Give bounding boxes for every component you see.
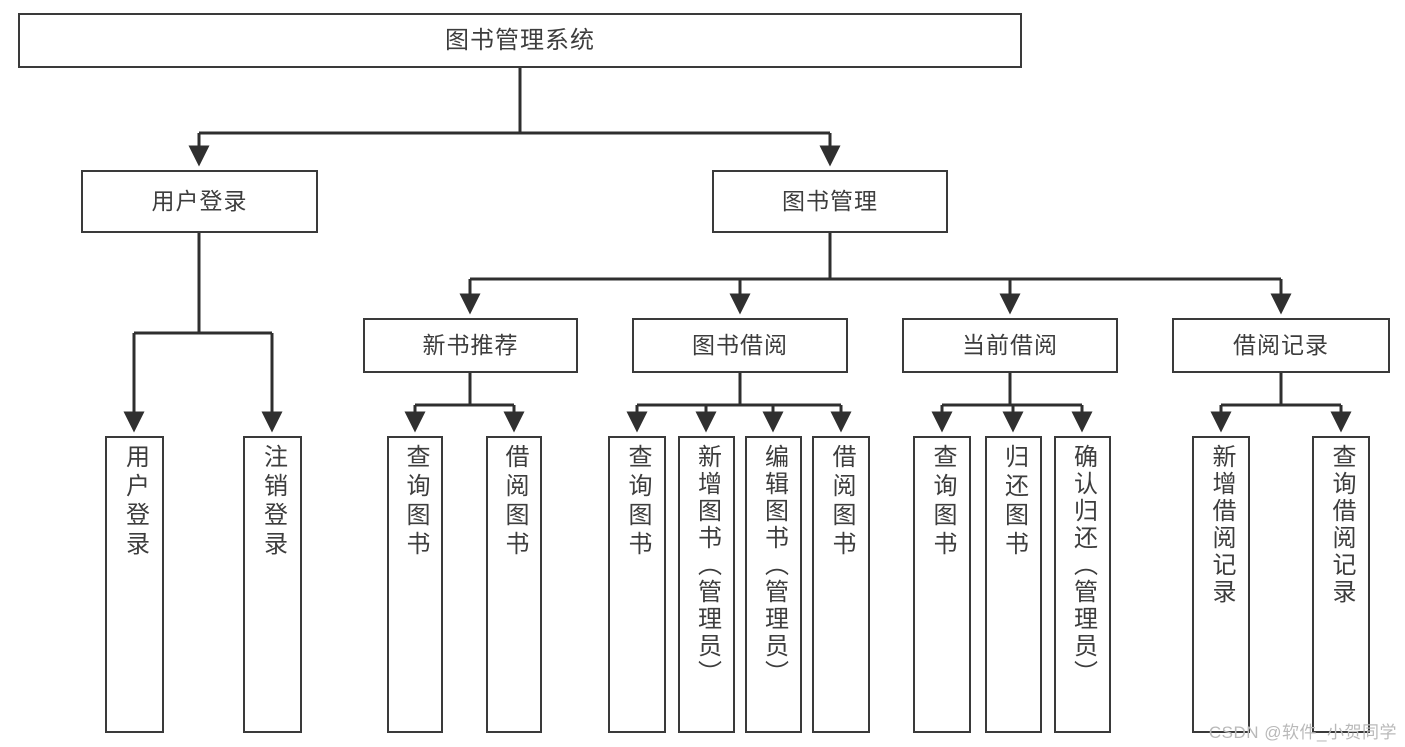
node-user-login-label: 用户登录 [151,188,248,215]
node-borrowing-records[interactable]: 借阅记录 [1172,318,1390,373]
node-leaf-borrow-books-new-label: 借阅图书 [500,444,528,560]
node-leaf-return-books-label: 归还图书 [1000,444,1028,560]
node-leaf-return-books[interactable]: 归还图书 [985,436,1042,733]
node-new-book-recommendation-label: 新书推荐 [422,332,519,359]
node-leaf-query-books-borrow-label: 查询图书 [623,444,651,560]
node-leaf-query-borrow-record[interactable]: 查询借阅记录 [1312,436,1370,733]
node-leaf-query-borrow-record-label: 查询借阅记录 [1327,444,1355,606]
node-current-borrowing[interactable]: 当前借阅 [902,318,1118,373]
node-book-borrowing[interactable]: 图书借阅 [632,318,848,373]
node-leaf-query-books-current-label: 查询图书 [928,444,956,560]
node-borrowing-records-label: 借阅记录 [1233,332,1329,359]
node-leaf-confirm-return-admin-label: 确认归还（管理员） [1069,444,1097,687]
node-book-management-label: 图书管理 [782,188,878,215]
node-leaf-user-login-label: 用户登录 [121,444,149,560]
node-leaf-query-books-new[interactable]: 查询图书 [387,436,443,733]
node-root-label: 图书管理系统 [445,26,595,54]
node-user-login[interactable]: 用户登录 [81,170,318,233]
node-leaf-add-book-admin-label: 新增图书（管理员） [693,444,721,687]
node-leaf-query-books-borrow[interactable]: 查询图书 [608,436,666,733]
node-book-management[interactable]: 图书管理 [712,170,948,233]
node-current-borrowing-label: 当前借阅 [962,332,1058,359]
node-leaf-query-books-new-label: 查询图书 [401,444,429,560]
node-leaf-user-login[interactable]: 用户登录 [105,436,164,733]
node-leaf-borrow-books-borrow[interactable]: 借阅图书 [812,436,870,733]
node-leaf-query-books-current[interactable]: 查询图书 [913,436,971,733]
node-leaf-borrow-books-new[interactable]: 借阅图书 [486,436,542,733]
node-root[interactable]: 图书管理系统 [18,13,1022,68]
node-leaf-edit-book-admin[interactable]: 编辑图书（管理员） [745,436,802,733]
node-leaf-add-book-admin[interactable]: 新增图书（管理员） [678,436,735,733]
node-leaf-add-borrow-record[interactable]: 新增借阅记录 [1192,436,1250,733]
node-leaf-borrow-books-borrow-label: 借阅图书 [827,444,855,560]
node-leaf-add-borrow-record-label: 新增借阅记录 [1207,444,1235,606]
node-leaf-logout-label: 注销登录 [259,444,287,560]
node-new-book-recommendation[interactable]: 新书推荐 [363,318,578,373]
csdn-watermark: CSDN @软件_小贺同学 [1208,723,1397,742]
node-book-borrowing-label: 图书借阅 [692,332,788,359]
node-leaf-confirm-return-admin[interactable]: 确认归还（管理员） [1054,436,1111,733]
node-leaf-logout[interactable]: 注销登录 [243,436,302,733]
node-leaf-edit-book-admin-label: 编辑图书（管理员） [760,444,788,687]
